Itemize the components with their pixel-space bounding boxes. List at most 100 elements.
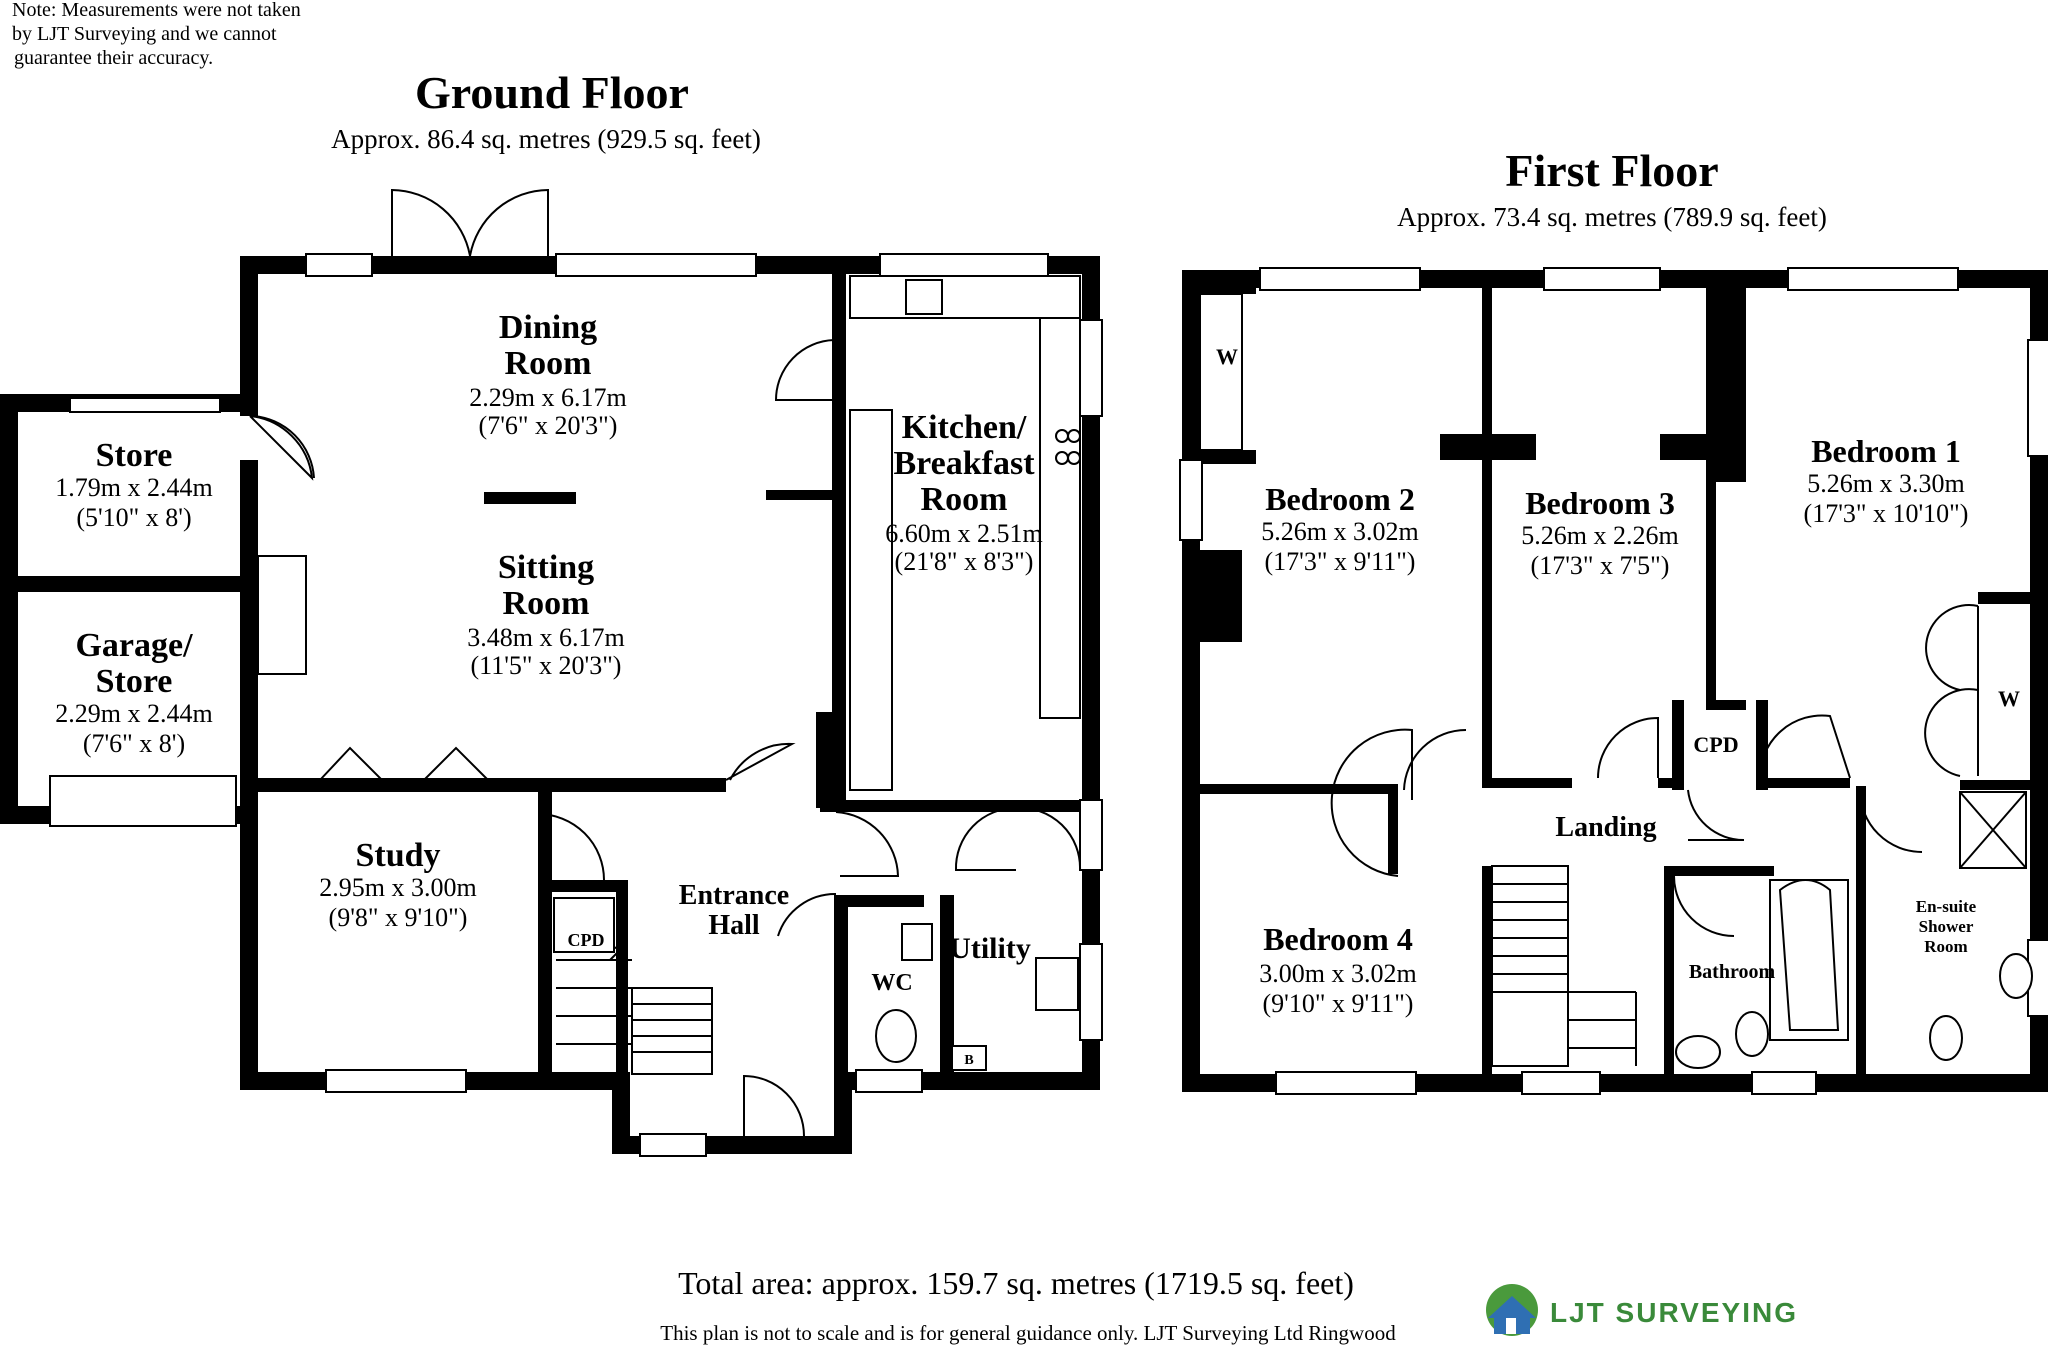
wall xyxy=(1672,700,1684,790)
logo-house-icon xyxy=(1488,1296,1536,1334)
window xyxy=(1787,267,1959,291)
window xyxy=(1751,1071,1817,1095)
wall xyxy=(1482,732,1492,788)
hall-label-1: Entrance xyxy=(679,880,789,911)
wall xyxy=(1388,784,1398,874)
first-floor-plan: W W CPD xyxy=(1179,267,2048,1095)
wall xyxy=(0,394,18,824)
wall xyxy=(1706,286,1716,706)
window xyxy=(69,397,221,413)
wall xyxy=(256,778,726,792)
wall xyxy=(1482,286,1492,776)
bed4-label: Bedroom 4 xyxy=(1263,921,1413,957)
kitchen-sink xyxy=(905,279,943,315)
hall-label-2: Hall xyxy=(708,910,760,941)
hall-door xyxy=(725,742,796,781)
window xyxy=(639,1133,707,1157)
wall xyxy=(1756,700,1768,790)
wall xyxy=(2030,270,2048,1092)
kitchen-label-3: Room xyxy=(921,481,1008,518)
kitchen-imperial: (21'8" x 8'3") xyxy=(895,547,1034,576)
wall xyxy=(1960,780,2046,790)
wall xyxy=(538,880,618,892)
wall xyxy=(1856,786,1866,1076)
cpd-label: CPD xyxy=(568,930,605,950)
note-line-1: Note: Measurements were not taken xyxy=(12,0,301,21)
bifold-door xyxy=(423,746,489,781)
note-line-2: by LJT Surveying and we cannot xyxy=(12,23,277,45)
wc-door xyxy=(777,892,837,937)
store-label: Store xyxy=(96,437,173,474)
wall xyxy=(0,576,258,592)
wardrobe xyxy=(1924,604,1979,777)
bath xyxy=(1769,879,1849,1041)
bed1-label: Bedroom 1 xyxy=(1811,433,1961,469)
wall xyxy=(484,492,576,504)
store-door xyxy=(249,415,314,481)
study-door xyxy=(537,813,605,881)
landing-label: Landing xyxy=(1555,812,1656,843)
store-metric: 1.79m x 2.44m xyxy=(55,473,212,502)
window xyxy=(1521,1071,1601,1095)
wardrobe xyxy=(1199,293,1243,451)
window xyxy=(855,1069,923,1093)
wc-basin xyxy=(901,923,933,961)
window xyxy=(555,253,757,277)
wall xyxy=(616,880,628,1080)
sitting-label-1: Sitting xyxy=(498,549,594,586)
wall xyxy=(1658,778,1680,788)
study-metric: 2.95m x 3.00m xyxy=(319,873,476,902)
cpd-door xyxy=(1687,789,1745,842)
ground-floor-plan: B CPD Dining Room 2.29m x 6.17m (7'6" x … xyxy=(0,188,1103,1157)
window xyxy=(1079,799,1103,871)
bed1-metric: 5.26m x 3.30m xyxy=(1807,469,1964,498)
wall xyxy=(1706,700,1746,710)
hob-icon xyxy=(1055,429,1081,465)
ensuite-label-2: Shower xyxy=(1919,917,1974,936)
wall xyxy=(832,272,846,792)
dining-metric: 2.29m x 6.17m xyxy=(469,383,626,412)
french-door-right xyxy=(469,188,549,257)
total-area: Total area: approx. 159.7 sq. metres (17… xyxy=(678,1265,1354,1301)
ensuite-label-1: En-suite xyxy=(1916,897,1977,916)
wall xyxy=(240,460,258,1090)
logo-house-door xyxy=(1506,1318,1516,1334)
staircase xyxy=(556,939,713,1075)
wall xyxy=(538,780,552,1080)
wall xyxy=(1200,450,1256,464)
wall xyxy=(1182,270,1200,1092)
garage-imperial: (7'6" x 8') xyxy=(83,729,185,758)
window xyxy=(305,253,373,277)
hall-door xyxy=(835,811,900,877)
wall xyxy=(0,806,60,824)
bathroom-door xyxy=(1673,875,1735,937)
bed4-metric: 3.00m x 3.02m xyxy=(1259,959,1416,988)
kitchen-counter xyxy=(1039,317,1081,719)
brand-name: LJT SURVEYING xyxy=(1550,1297,1798,1328)
wall xyxy=(1660,434,1716,460)
window xyxy=(1079,943,1103,1041)
boiler xyxy=(951,1045,987,1071)
front-door xyxy=(743,1074,805,1137)
french-door-left xyxy=(391,188,471,257)
wall xyxy=(816,712,846,808)
kitchen-counter xyxy=(849,409,893,791)
window xyxy=(2027,339,2048,457)
kitchen-label-1: Kitchen/ xyxy=(902,409,1027,446)
bed2-imperial: (17'3" x 9'11") xyxy=(1265,547,1416,576)
kitchen-metric: 6.60m x 2.51m xyxy=(885,519,1042,548)
wall xyxy=(1440,434,1536,460)
bed3-label: Bedroom 3 xyxy=(1525,485,1675,521)
wall xyxy=(1482,866,1492,1076)
ground-floor-title: Ground Floor xyxy=(415,67,689,118)
wall xyxy=(1482,778,1572,788)
boiler-label: B xyxy=(964,1053,973,1068)
wall xyxy=(240,256,258,416)
note-line-3: guarantee their accuracy. xyxy=(14,47,213,69)
store-door-swing xyxy=(251,415,315,479)
wall xyxy=(834,895,848,1075)
window xyxy=(1079,319,1103,417)
wall xyxy=(834,1072,852,1154)
bedroom2-door xyxy=(1403,729,1467,791)
study-imperial: (9'8" x 9'10") xyxy=(329,903,468,932)
